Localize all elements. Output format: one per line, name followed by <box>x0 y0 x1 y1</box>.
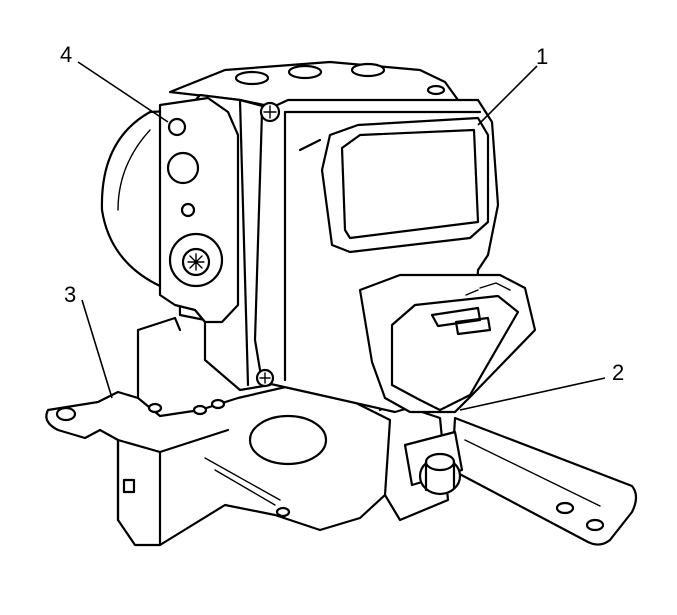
leader-1 <box>477 65 538 126</box>
motor-end-plate <box>158 96 240 324</box>
callout-3-label: 3 <box>64 282 76 307</box>
callout-1-label: 1 <box>536 44 548 69</box>
module-connector <box>358 273 537 414</box>
leader-3 <box>81 299 113 399</box>
callout-2-label: 2 <box>612 360 624 385</box>
callout-4-label: 4 <box>60 42 72 67</box>
leader-4 <box>77 61 169 123</box>
leader-2 <box>459 377 606 411</box>
mounting-bracket <box>45 316 450 547</box>
callout-leaders <box>77 61 606 411</box>
mounting-bolt <box>403 430 464 496</box>
bracket-arm <box>450 416 638 546</box>
